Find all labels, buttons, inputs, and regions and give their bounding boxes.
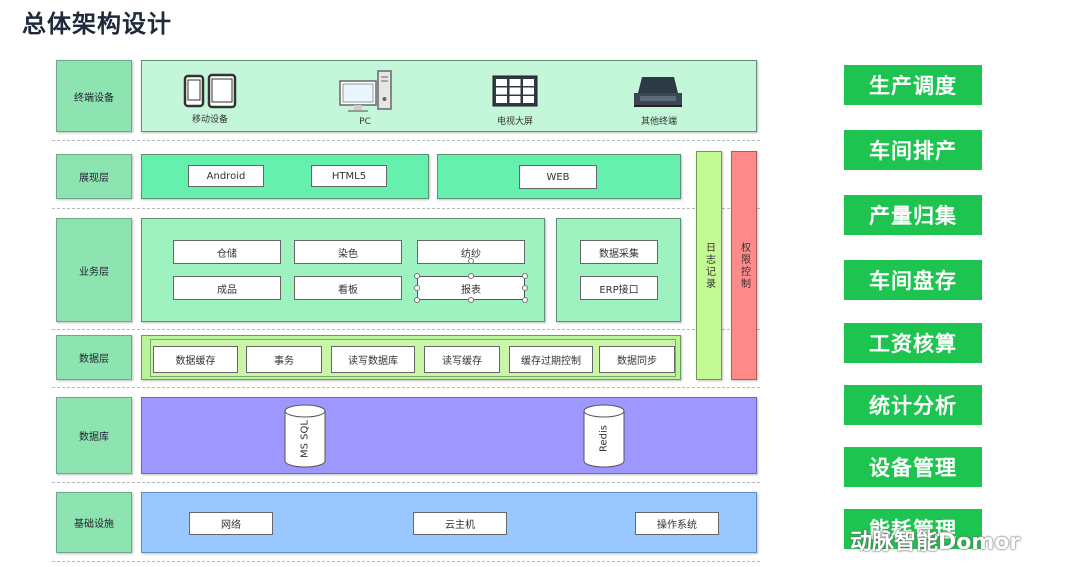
log-record-bar: 日志记录: [696, 151, 722, 380]
watermark: 动脉智能Domor: [818, 524, 1020, 556]
erp-interface-box: ERP接口: [580, 276, 658, 300]
data-sync-box: 数据同步: [599, 346, 675, 373]
redis-cylinder-icon: [583, 404, 625, 468]
mobile-device-icon: [182, 73, 238, 109]
warehouse-box: 仓储: [173, 240, 281, 264]
menu-statistical-analysis[interactable]: 统计分析: [844, 385, 982, 425]
menu-workshop-scheduling[interactable]: 车间排产: [844, 130, 982, 170]
device-label-tv: 电视大屏: [496, 117, 533, 127]
mssql-cylinder-icon: [284, 404, 326, 468]
finished-goods-box: 成品: [173, 276, 281, 300]
transaction-box: 事务: [246, 346, 322, 373]
resize-handle[interactable]: [414, 285, 420, 291]
layer-label-terminal: 终端设备: [56, 60, 132, 132]
device-label-pc: PC: [359, 117, 371, 127]
layer-label-database: 数据库: [56, 397, 132, 474]
page-title: 总体架构设计: [22, 10, 172, 38]
presentation-web-panel: WEB: [437, 154, 681, 199]
presentation-mobile-panel: Android HTML5: [141, 154, 429, 199]
menu-workshop-inventory[interactable]: 车间盘存: [844, 260, 982, 300]
network-box: 网络: [189, 512, 273, 535]
menu-energy-management[interactable]: 能耗管理: [844, 509, 982, 549]
resize-handle[interactable]: [414, 273, 420, 279]
resize-handle[interactable]: [414, 297, 420, 303]
divider: [52, 140, 760, 141]
cache-expiry-box: 缓存过期控制: [509, 346, 593, 373]
business-core-panel: 仓储 染色 纺纱 成品 看板 报表: [141, 218, 545, 322]
redis-label: Redis: [598, 425, 610, 453]
html5-box: HTML5: [311, 165, 387, 187]
kanban-box: 看板: [294, 276, 402, 300]
device-label-other: 其他终端: [640, 117, 677, 127]
resize-handle[interactable]: [522, 285, 528, 291]
permission-control-bar: 权限控制: [731, 151, 757, 380]
data-layer-panel: 数据缓存 事务 读写数据库 读写缓存 缓存过期控制 数据同步: [141, 335, 681, 380]
resize-handle[interactable]: [522, 273, 528, 279]
rw-database-box: 读写数据库: [331, 346, 415, 373]
divider: [52, 208, 760, 209]
menu-equipment-management[interactable]: 设备管理: [844, 447, 982, 487]
weibo-icon: [818, 526, 844, 554]
database-panel: MS SQL Redis: [141, 397, 757, 474]
resize-handle[interactable]: [468, 273, 474, 279]
divider: [52, 387, 760, 388]
menu-output-collection[interactable]: 产量归集: [844, 195, 982, 235]
business-integration-panel: 数据采集 ERP接口: [556, 218, 681, 322]
layer-label-business: 业务层: [56, 218, 132, 322]
mssql-label: MS SQL: [299, 420, 311, 458]
web-box: WEB: [519, 165, 597, 189]
divider: [52, 482, 760, 483]
pc-icon: [338, 69, 394, 113]
cloud-host-box: 云主机: [413, 512, 507, 535]
android-box: Android: [188, 165, 264, 187]
layer-label-presentation: 展现层: [56, 154, 132, 199]
other-terminal-icon: [632, 73, 684, 109]
rw-cache-box: 读写缓存: [424, 346, 500, 373]
menu-payroll-accounting[interactable]: 工资核算: [844, 323, 982, 363]
resize-handle[interactable]: [468, 297, 474, 303]
tv-wall-icon: [492, 75, 538, 107]
infrastructure-panel: 网络 云主机 操作系统: [141, 492, 757, 553]
data-cache-box: 数据缓存: [153, 346, 238, 373]
layer-label-infrastructure: 基础设施: [56, 492, 132, 553]
terminal-devices-panel: 移动设备 PC 电视大屏: [141, 60, 757, 132]
divider: [52, 561, 760, 562]
data-collect-box: 数据采集: [580, 240, 658, 264]
resize-handle[interactable]: [468, 258, 474, 264]
layer-label-data: 数据层: [56, 335, 132, 380]
divider: [52, 329, 760, 330]
device-label-mobile: 移动设备: [191, 115, 228, 125]
dyeing-box: 染色: [294, 240, 402, 264]
operating-system-box: 操作系统: [635, 512, 719, 535]
watermark-text: 动脉智能Domor: [850, 530, 1021, 555]
resize-handle[interactable]: [522, 297, 528, 303]
menu-production-scheduling[interactable]: 生产调度: [844, 65, 982, 105]
